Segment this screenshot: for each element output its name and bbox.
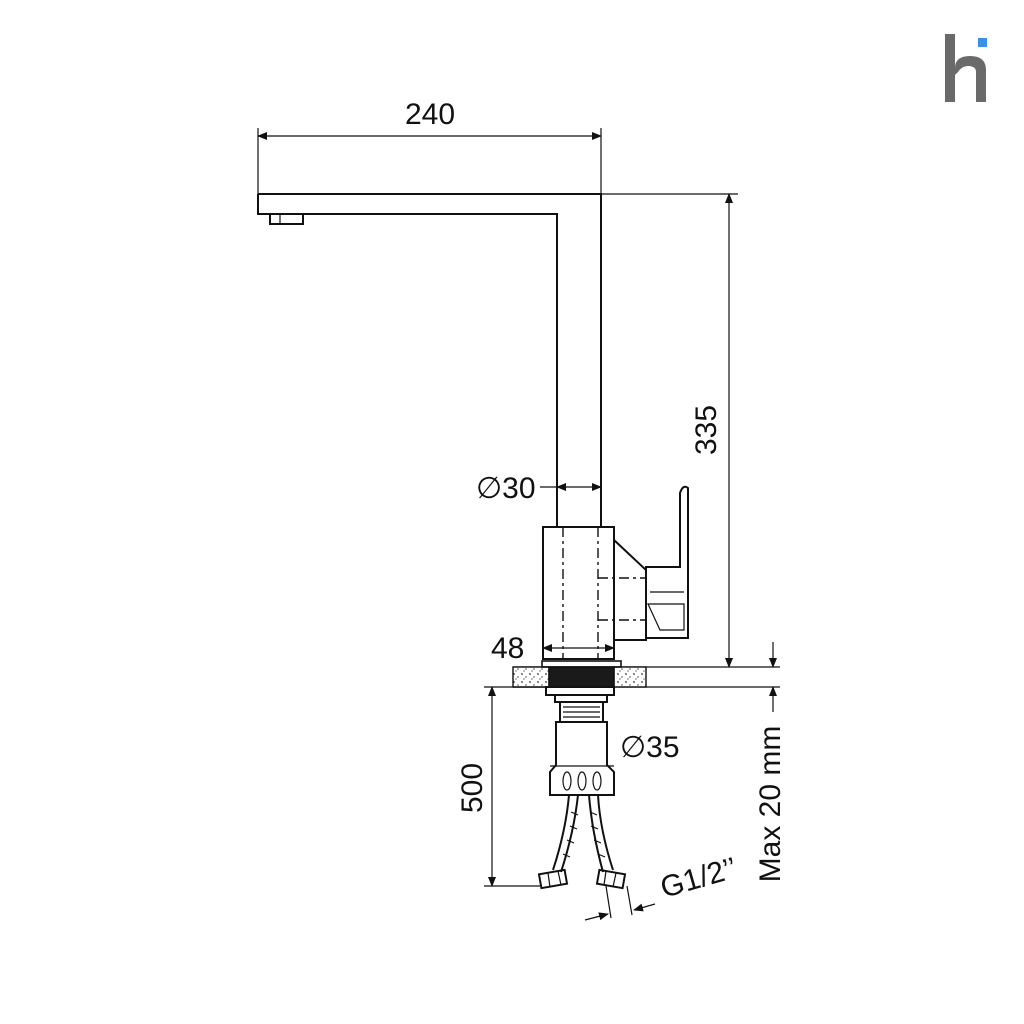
spout [257,193,602,527]
countertop [512,660,780,688]
dimension-body-width: 48 [491,632,615,665]
label-g1-2: G1/2’’ [657,852,741,905]
mixer-body [542,526,647,660]
dimension-max-thickness: Max 20 mm [754,642,787,882]
label-diameter-35: ∅35 [620,731,680,764]
logo-arch [955,56,986,102]
dimension-hose-length: 500 [456,686,546,887]
flexible-hoses [537,794,627,890]
mounting-shank [545,686,615,796]
label-max-20-mm: Max 20 mm [754,726,787,883]
label-48: 48 [491,632,524,665]
brand-logo [945,34,987,102]
logo-accent-square [978,38,987,47]
logo-stem [945,34,955,102]
label-240: 240 [405,98,455,131]
label-335: 335 [690,405,723,455]
label-500: 500 [456,763,489,813]
label-diameter-30: ∅30 [476,472,536,505]
dimension-spout-reach: 240 [257,98,602,194]
dimension-spout-diameter: ∅30 [476,472,602,505]
lever-handle [645,485,689,639]
dimension-height: 335 [601,193,738,668]
